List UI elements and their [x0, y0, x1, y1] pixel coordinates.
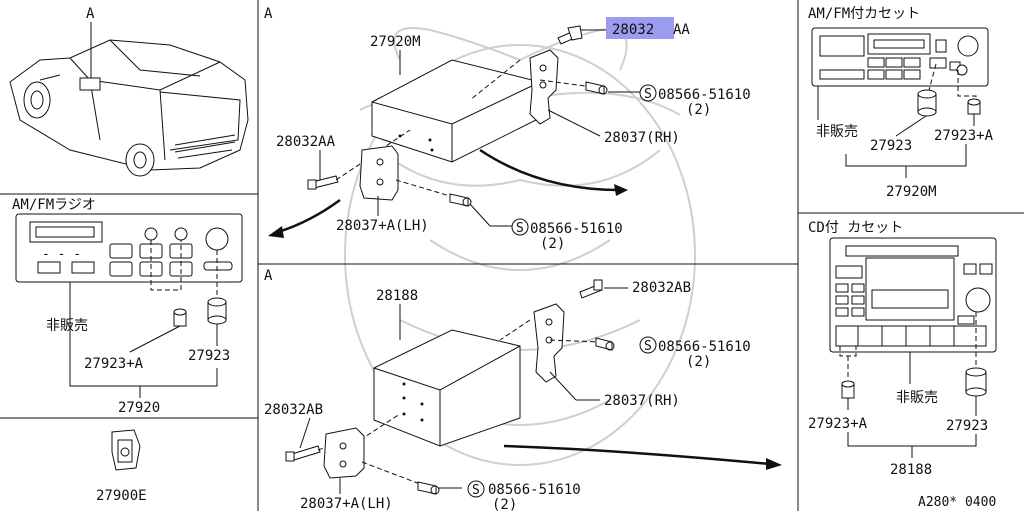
box-bottom-label: 28188 — [376, 288, 418, 304]
screw-left-label: 28032AA — [276, 134, 336, 150]
bolt-right-bottom-code: 08566-51610 — [658, 339, 751, 355]
highlighted-part-box[interactable] — [606, 17, 674, 39]
mount-bottom-panel: A 28188 28032AB S 08566-51 — [264, 268, 782, 511]
radio-faceplate: - - - — [15, 213, 243, 283]
cassette-knob-label: 27923 — [870, 138, 912, 154]
bolt-right — [585, 81, 608, 95]
car-illustration — [9, 39, 249, 177]
bolt-low — [449, 193, 472, 207]
car-view-panel: A — [9, 6, 249, 177]
bolt-right-qty: (2) — [686, 102, 711, 118]
screw-left — [307, 175, 339, 190]
bracket-lh-label: 28037+A(LH) — [336, 218, 429, 234]
bracket-rh-label: 28037(RH) — [604, 130, 680, 146]
screw-top-bottom-label: 28032AB — [632, 280, 691, 296]
cd-cassette-panel: CD付 カセット — [808, 220, 997, 478]
svg-text:S: S — [516, 221, 524, 236]
car-view-label: A — [86, 6, 95, 22]
svg-text:S: S — [472, 483, 480, 498]
cd-knob-large — [965, 367, 987, 397]
cd-knob-label: 27923 — [946, 418, 988, 434]
knob-pa-label: 27923+A — [84, 356, 144, 372]
bolt-low-bottom-code: 08566-51610 — [488, 482, 581, 498]
bracket-rh-bottom-label: 28037(RH) — [604, 393, 680, 409]
radio-location-marker — [79, 77, 101, 91]
cassette-knob-large — [917, 89, 937, 117]
clip-panel: 27900E — [96, 429, 147, 504]
highlighted-part-suffix: AA — [673, 22, 690, 38]
cassette-knob-pa-label: 27923+A — [934, 128, 994, 144]
box-label: 27920M — [370, 34, 421, 50]
bracket-lh-bottom — [323, 427, 365, 479]
footer-code: A280* 0400 — [918, 495, 996, 510]
cd-box — [373, 329, 521, 447]
assembly-label: 27920 — [118, 400, 160, 416]
bracket-rh-bottom — [533, 303, 565, 383]
cd-knob-pa-label: 27923+A — [808, 416, 868, 432]
svg-text:- - -: - - - — [42, 247, 81, 262]
svg-text:S: S — [644, 87, 652, 102]
bracket-lh-bottom-label: 28037+A(LH) — [300, 496, 393, 511]
bracket-lh — [359, 145, 399, 201]
bolt-low-qty: (2) — [540, 236, 565, 252]
am-fm-radio-panel: AM/FMラジオ - - - — [12, 197, 243, 416]
screw-left-bottom — [285, 445, 321, 462]
screw-top-bottom — [579, 279, 603, 299]
clip-part-label: 27900E — [96, 488, 147, 504]
bracket-rh — [529, 49, 559, 125]
cd-cassette-title: CD付 カセット — [808, 220, 903, 236]
cd-knob-small — [841, 380, 855, 399]
screw-left-bottom-label: 28032AB — [264, 402, 323, 418]
cassette-not-for-sale: 非販売 — [816, 124, 858, 140]
bolt-right-bottom-qty: (2) — [686, 354, 711, 370]
cassette-assembly-label: 27920M — [886, 184, 937, 200]
cd-faceplate — [829, 237, 997, 353]
svg-text:S: S — [644, 339, 652, 354]
knob-label: 27923 — [188, 348, 230, 364]
cassette-knob-small — [967, 98, 981, 115]
screw-top — [557, 25, 583, 45]
knob-large — [207, 297, 227, 325]
radio-box — [371, 59, 541, 163]
not-for-sale-label: 非販売 — [46, 318, 88, 334]
cd-not-for-sale: 非販売 — [896, 390, 938, 406]
clip-part — [111, 429, 141, 471]
bolt-low-bottom — [417, 481, 440, 495]
highlighted-part-number[interactable]: 28032 — [612, 22, 654, 38]
mount-bottom-title: A — [264, 268, 273, 284]
bolt-right-code: 08566-51610 — [658, 87, 751, 103]
bolt-right-bottom — [595, 337, 615, 351]
knob-small — [173, 308, 187, 327]
mount-top-panel: A 28032 AA 27920M S — [264, 6, 751, 252]
bolt-low-bottom-qty: (2) — [492, 497, 517, 511]
cassette-faceplate — [811, 27, 989, 87]
am-fm-cassette-title: AM/FM付カセット — [808, 6, 920, 22]
am-fm-radio-title: AM/FMラジオ — [12, 197, 96, 213]
am-fm-cassette-panel: AM/FM付カセット 非販売 — [808, 6, 994, 200]
cd-assembly-label: 28188 — [890, 462, 932, 478]
mount-top-title: A — [264, 6, 273, 22]
bolt-low-code: 08566-51610 — [530, 221, 623, 237]
